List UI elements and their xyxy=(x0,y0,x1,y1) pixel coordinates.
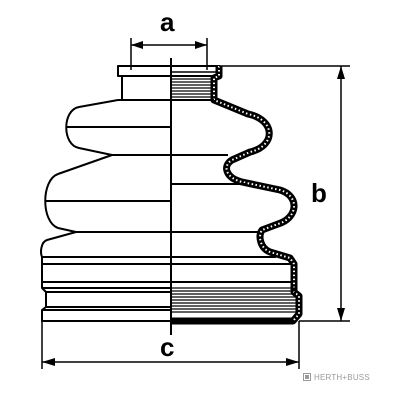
brand-name: HERTH+BUSS xyxy=(314,372,370,382)
boot-section-right xyxy=(170,65,303,325)
dimension-c xyxy=(41,321,300,369)
dimension-b xyxy=(219,65,350,322)
dimension-c-label: c xyxy=(160,332,175,362)
dimension-b-label: b xyxy=(311,178,327,208)
brand-mark-icon xyxy=(303,373,311,381)
brand-logo: HERTH+BUSS xyxy=(303,370,370,384)
dimension-a xyxy=(130,38,208,70)
boot-inner-lines-left xyxy=(42,75,171,311)
dimension-a-label: a xyxy=(160,7,175,37)
